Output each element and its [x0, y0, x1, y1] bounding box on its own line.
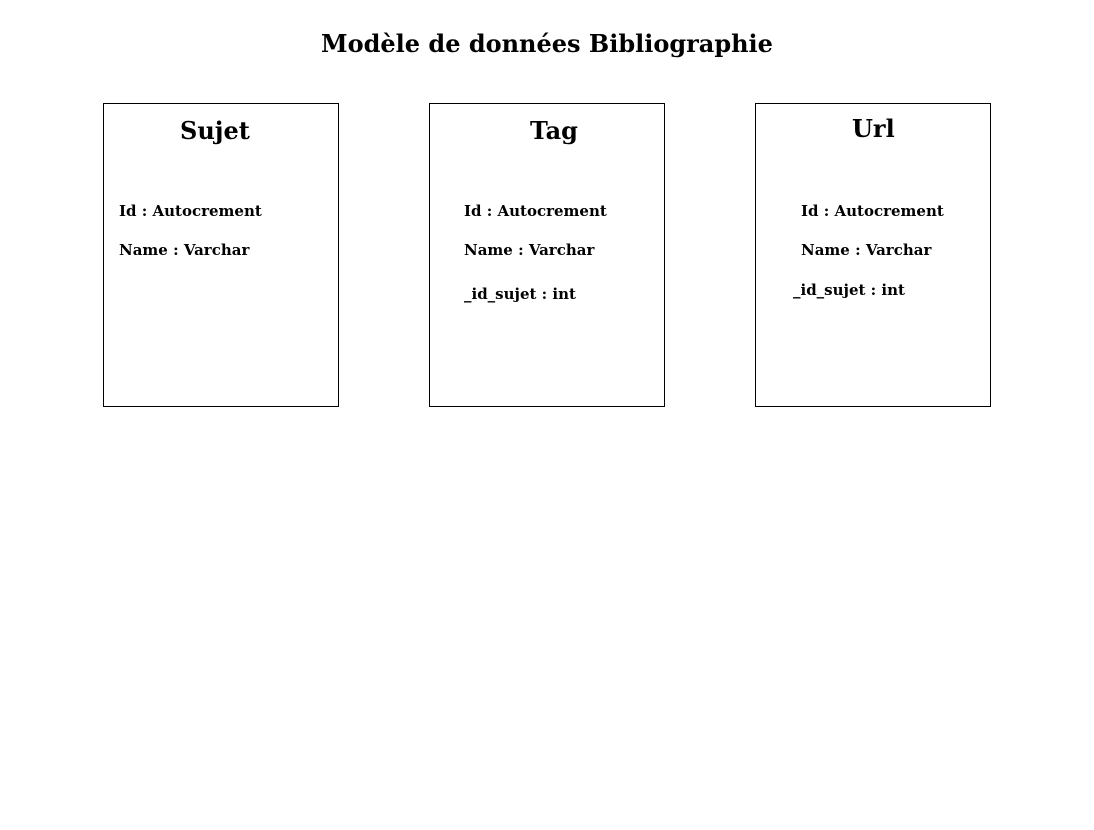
- entity-field: Name : Varchar: [801, 241, 932, 259]
- entity-field: Id : Autocrement: [801, 202, 944, 220]
- diagram-title: Modèle de données Bibliographie: [321, 29, 773, 58]
- entity-title-url: Url: [852, 114, 895, 143]
- entity-field: Id : Autocrement: [464, 202, 607, 220]
- entity-box-sujet: Sujet Id : Autocrement Name : Varchar: [103, 103, 339, 407]
- entity-title-sujet: Sujet: [180, 116, 250, 145]
- entity-field: Id : Autocrement: [119, 202, 262, 220]
- entity-box-tag: Tag Id : Autocrement Name : Varchar _id_…: [429, 103, 665, 407]
- entity-field: _id_sujet : int: [464, 285, 576, 303]
- entity-box-url: Url Id : Autocrement Name : Varchar _id_…: [755, 103, 991, 407]
- entity-title-tag: Tag: [530, 116, 578, 145]
- entity-field: Name : Varchar: [464, 241, 595, 259]
- entity-field: Name : Varchar: [119, 241, 250, 259]
- entity-field: _id_sujet : int: [793, 281, 905, 299]
